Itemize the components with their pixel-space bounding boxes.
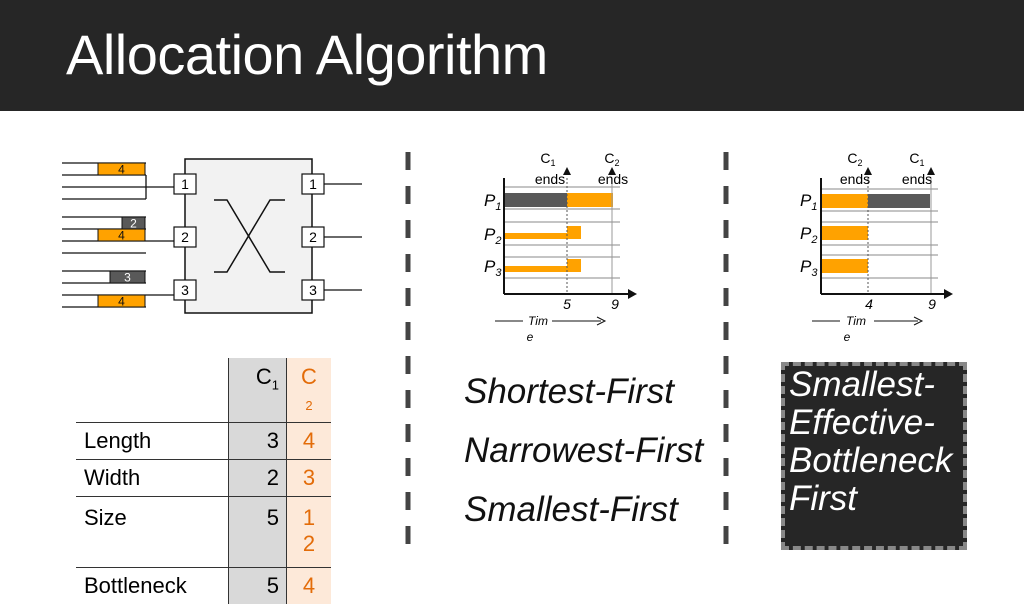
bar-c2-p2-tail	[567, 226, 581, 239]
tick-label: 4	[865, 296, 873, 312]
row-label: P2	[800, 224, 817, 246]
flow-label: 2	[130, 217, 137, 231]
ingress-port-label: 2	[181, 229, 189, 245]
time-label: e	[844, 330, 851, 344]
bar-c2-p1	[567, 193, 613, 207]
time-label: Tim	[846, 314, 866, 328]
bar-c2-p3	[505, 266, 567, 272]
axis-arrow-icon	[944, 289, 953, 299]
flow-label: 4	[118, 295, 125, 309]
tick-label: 5	[563, 296, 571, 312]
table-row: Length 3 4	[76, 423, 331, 460]
time-label: Tim	[528, 314, 548, 328]
sebf-line: First	[789, 480, 952, 518]
cell-c2: 3	[287, 460, 332, 497]
row-label: P1	[484, 191, 501, 213]
sebf-line: Smallest-	[789, 366, 952, 404]
bar-c1-p1	[505, 193, 567, 207]
bar-c2-p2	[822, 226, 868, 240]
end-annotation-ends: ends	[902, 171, 932, 187]
end-annotation: C1	[540, 150, 555, 168]
egress-port-label: 3	[309, 282, 317, 298]
end-annotation: C2	[847, 150, 862, 168]
end-annotation: C2	[604, 150, 619, 168]
flow-label: 3	[124, 271, 131, 285]
egress-port-label: 1	[309, 176, 317, 192]
bar-c2-p1	[822, 194, 868, 208]
table-corner	[76, 358, 229, 423]
egress-lines	[324, 184, 362, 290]
end-annotation-ends: ends	[840, 171, 870, 187]
row-label: P2	[484, 225, 501, 247]
timeline-chart-right: C2 ends C1 ends P1 P2 P3 4 9 Tim e	[800, 150, 953, 344]
bar-c1-p1	[868, 194, 930, 208]
tick-label: 9	[928, 296, 936, 312]
cell-c2: 4	[287, 568, 332, 604]
cell-c1: 3	[229, 423, 287, 460]
table-row: Bottleneck 5 4	[76, 568, 331, 604]
heuristic-smallest-first: Smallest-First	[464, 490, 678, 530]
time-label: e	[527, 330, 534, 344]
row-label: Width	[76, 460, 229, 497]
end-annotation-ends: ends	[535, 171, 565, 187]
row-label: P3	[484, 257, 502, 279]
header-c1: C1	[229, 358, 287, 423]
end-annotation-ends: ends	[598, 171, 628, 187]
bar-c2-p3-tail	[567, 259, 581, 272]
sebf-line: Effective-	[789, 404, 952, 442]
cell-c1: 5	[229, 568, 287, 604]
bar-c2-p2	[505, 233, 567, 239]
ingress-port-label: 1	[181, 176, 189, 192]
row-label: P3	[800, 257, 818, 279]
sebf-line: Bottleneck	[789, 442, 952, 480]
row-label: Length	[76, 423, 229, 460]
sebf-label: Smallest- Effective- Bottleneck First	[789, 366, 952, 518]
bar-c2-p3	[822, 259, 868, 273]
timeline-chart-left: C1 ends C2 ends P1 P2 P3 5 9 Tim e	[484, 150, 637, 344]
egress-port-label: 2	[309, 229, 317, 245]
flow-label: 4	[118, 229, 125, 243]
flow-label: 4	[118, 163, 125, 177]
end-annotation: C1	[909, 150, 924, 168]
cell-c1: 2	[229, 460, 287, 497]
cell-c1: 5	[229, 497, 287, 568]
switch-fabric: 4 2 4 3 4 1 2 3 1 2 3	[62, 159, 362, 313]
cell-c2: 4	[287, 423, 332, 460]
row-label: Bottleneck	[76, 568, 229, 604]
row-label: Size	[76, 497, 229, 568]
heuristic-shortest-first: Shortest-First	[464, 372, 674, 412]
row-label: P1	[800, 191, 817, 213]
ingress-port-label: 3	[181, 282, 189, 298]
table-row: Width 2 3	[76, 460, 331, 497]
axis-arrow-icon	[628, 289, 637, 299]
heuristic-narrowest-first: Narrowest-First	[464, 431, 703, 471]
tick-label: 9	[611, 296, 619, 312]
